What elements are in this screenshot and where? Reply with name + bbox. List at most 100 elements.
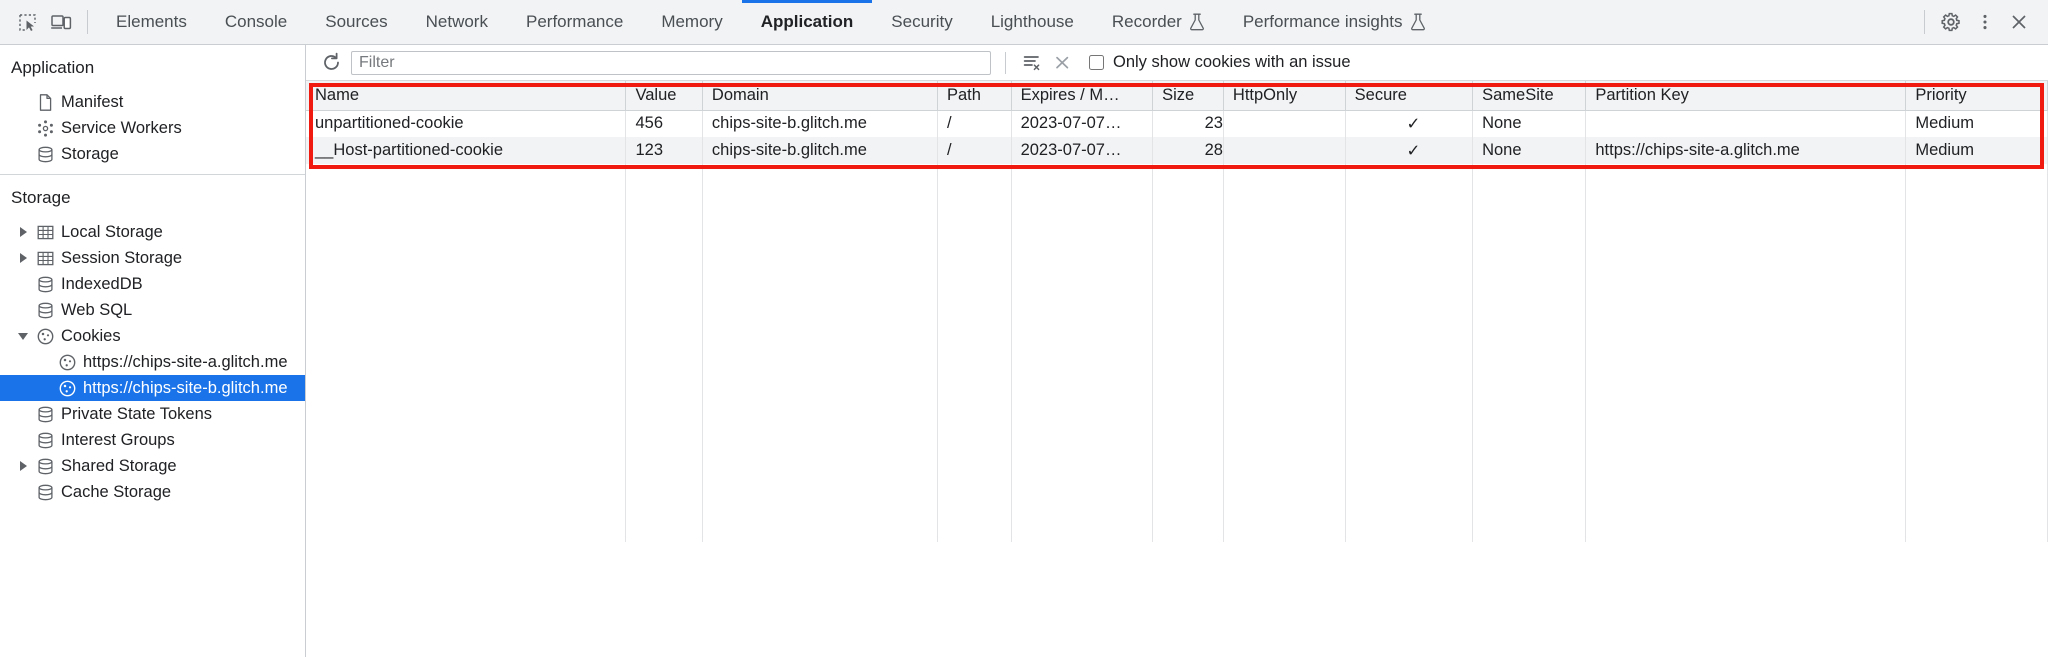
search-input[interactable] — [351, 50, 991, 75]
close-icon[interactable] — [2002, 7, 2036, 37]
cell-empty — [1223, 515, 1346, 542]
chevron-right-icon[interactable] — [14, 253, 32, 263]
cell-empty — [1345, 488, 1474, 515]
cell-priority: Medium — [1905, 137, 2048, 164]
tab-label: Recorder — [1111, 12, 1182, 31]
cell-empty — [1011, 407, 1154, 434]
cell-empty — [306, 461, 627, 488]
cell-empty — [306, 245, 627, 272]
cell-empty — [1585, 218, 1907, 245]
sidebar-item-label: Interest Groups — [61, 430, 175, 449]
clear-filtered-cookies-icon[interactable] — [1017, 49, 1047, 77]
column-header-priority[interactable]: Priority — [1905, 81, 2048, 111]
tab-security[interactable]: Security — [872, 0, 971, 45]
toolbar-actions — [1915, 7, 2036, 37]
only-show-issues-checkbox[interactable] — [1089, 55, 1104, 70]
cell-empty — [1345, 434, 1474, 461]
chevron-right-icon[interactable] — [14, 227, 32, 237]
cell-empty — [1345, 272, 1474, 299]
column-header-domain[interactable]: Domain — [702, 81, 938, 111]
cell-httponly — [1223, 137, 1346, 164]
cell-empty — [702, 245, 938, 272]
sidebar-item-label: Manifest — [61, 92, 124, 111]
cell-empty — [1223, 380, 1346, 407]
cell-empty — [1585, 515, 1907, 542]
device-toolbar-icon[interactable] — [44, 7, 78, 37]
cell-empty — [937, 245, 1012, 272]
chevron-down-icon[interactable] — [14, 332, 32, 340]
cell-empty — [1905, 272, 2048, 299]
cell-expires: 2023-07-07… — [1011, 137, 1154, 164]
cell-empty — [306, 488, 627, 515]
cell-expires: 2023-07-07… — [1011, 110, 1154, 137]
column-header-secure[interactable]: Secure — [1345, 81, 1474, 111]
tab-performance-insights[interactable]: Performance insights — [1224, 0, 1445, 45]
column-header-value[interactable]: Value — [625, 81, 703, 111]
table-empty-row — [306, 461, 2048, 488]
column-header-samesite[interactable]: SameSite — [1472, 81, 1587, 111]
tab-performance[interactable]: Performance — [507, 0, 642, 45]
tab-memory[interactable]: Memory — [642, 0, 741, 45]
flask-icon — [1410, 13, 1425, 31]
tab-recorder[interactable]: Recorder — [1093, 0, 1224, 45]
inspect-element-icon[interactable] — [10, 7, 44, 37]
cell-domain: chips-site-b.glitch.me — [702, 110, 938, 137]
tab-application[interactable]: Application — [741, 0, 873, 45]
cell-empty — [1345, 353, 1474, 380]
sidebar-item-interest-groups[interactable]: Interest Groups — [0, 427, 305, 453]
table-empty-row — [306, 245, 2048, 272]
cell-empty — [1223, 218, 1346, 245]
sidebar-item-web-sql[interactable]: Web SQL — [0, 297, 305, 323]
column-header-httponly[interactable]: HttpOnly — [1223, 81, 1346, 111]
sidebar-item-cookies[interactable]: Cookies — [0, 323, 305, 349]
refresh-icon[interactable] — [316, 49, 346, 77]
column-header-size[interactable]: Size — [1152, 81, 1224, 111]
sidebar-item-storage[interactable]: Storage — [0, 141, 305, 167]
chevron-right-icon[interactable] — [14, 461, 32, 471]
column-header-name[interactable]: Name — [306, 81, 627, 111]
cell-empty — [702, 380, 938, 407]
clear-all-cookies-icon[interactable] — [1047, 49, 1077, 77]
cell-empty — [625, 434, 703, 461]
sidebar-item-service-workers[interactable]: Service Workers — [0, 115, 305, 141]
column-header-path[interactable]: Path — [937, 81, 1012, 111]
cell-empty — [702, 434, 938, 461]
kebab-menu-icon[interactable] — [1968, 7, 2002, 37]
cell-empty — [1345, 461, 1474, 488]
tab-elements[interactable]: Elements — [97, 0, 206, 45]
cell-empty — [1152, 380, 1224, 407]
sidebar-item-private-state-tokens[interactable]: Private State Tokens — [0, 401, 305, 427]
tab-sources[interactable]: Sources — [306, 0, 406, 45]
tab-console[interactable]: Console — [206, 0, 306, 45]
cell-empty — [937, 164, 1012, 191]
cell-samesite: None — [1472, 137, 1587, 164]
table-empty-row — [306, 353, 2048, 380]
gear-icon[interactable] — [1934, 7, 1968, 37]
service-workers-icon — [32, 119, 58, 138]
cell-empty — [702, 272, 938, 299]
cell-empty — [937, 488, 1012, 515]
cell-empty — [306, 353, 627, 380]
cell-path: / — [937, 110, 1012, 137]
cell-empty — [937, 407, 1012, 434]
sidebar-item-manifest[interactable]: Manifest — [0, 89, 305, 115]
tab-label: Network — [425, 12, 488, 31]
column-header-expires-m[interactable]: Expires / M… — [1011, 81, 1154, 111]
cell-empty — [1223, 407, 1346, 434]
sidebar-item-indexeddb[interactable]: IndexedDB — [0, 271, 305, 297]
only-show-issues-checkbox-row[interactable]: Only show cookies with an issue — [1089, 53, 1351, 72]
sidebar-item-https-chips-site-b-glitch-me[interactable]: https://chips-site-b.glitch.me — [0, 375, 305, 401]
sidebar-item-cache-storage[interactable]: Cache Storage — [0, 479, 305, 505]
tab-lighthouse[interactable]: Lighthouse — [972, 0, 1093, 45]
cell-empty — [1472, 272, 1587, 299]
sidebar-item-local-storage[interactable]: Local Storage — [0, 219, 305, 245]
tab-network[interactable]: Network — [407, 0, 507, 45]
column-header-partition-key[interactable]: Partition Key — [1585, 81, 1907, 111]
sidebar-item-https-chips-site-a-glitch-me[interactable]: https://chips-site-a.glitch.me — [0, 349, 305, 375]
sidebar-item-shared-storage[interactable]: Shared Storage — [0, 453, 305, 479]
sidebar-item-session-storage[interactable]: Session Storage — [0, 245, 305, 271]
cell-empty — [1345, 191, 1474, 218]
cell-empty — [1905, 191, 2048, 218]
